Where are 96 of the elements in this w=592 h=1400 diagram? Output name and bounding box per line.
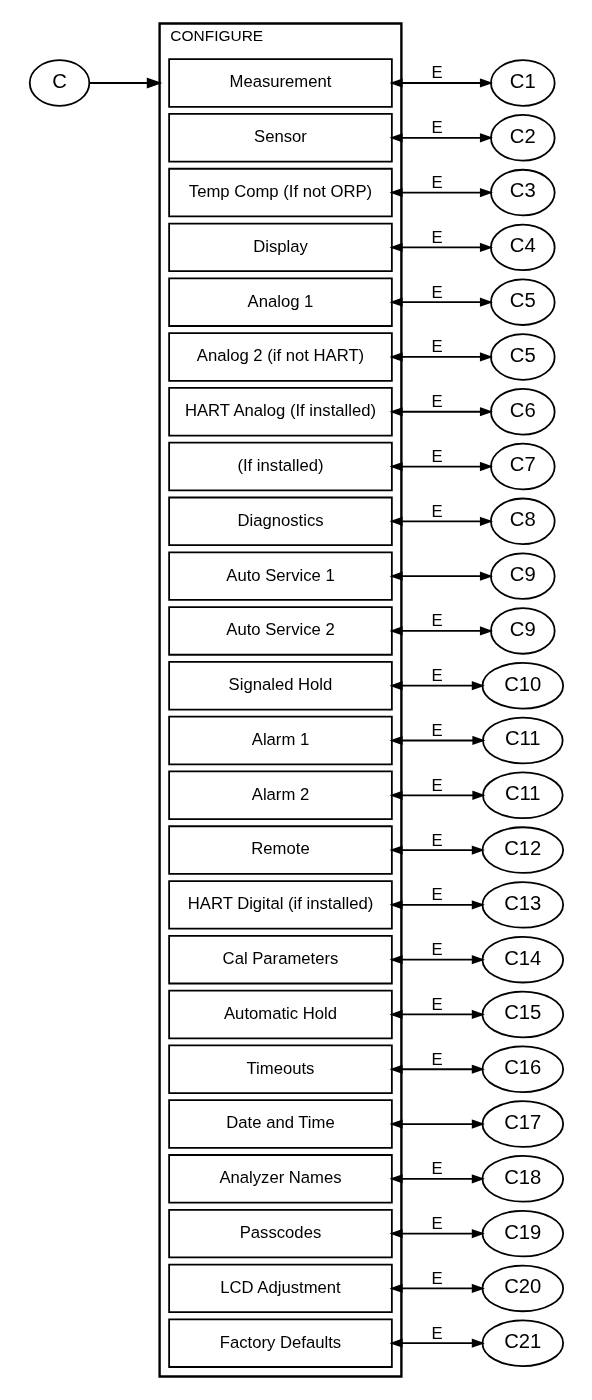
arrow: [388, 1119, 485, 1129]
arrow: [388, 407, 493, 417]
edge-label: E: [431, 830, 443, 850]
edge-label: E: [431, 1268, 443, 1288]
node-box: (If installed): [167, 441, 393, 492]
node-box: Measurement: [167, 58, 393, 108]
node-ellipse: C11: [481, 716, 564, 765]
arrow: [388, 900, 485, 910]
node-ellipse: C13: [481, 881, 564, 929]
arrow: [388, 955, 485, 965]
node-box: Auto Service 1: [167, 551, 393, 601]
node-box: Date and Time: [167, 1099, 393, 1149]
node-box: Timeouts: [167, 1044, 393, 1094]
node-box: Alarm 2: [167, 770, 393, 820]
edge-label: E: [431, 775, 443, 795]
node-ellipse: C3: [489, 168, 556, 217]
node-box: Sensor: [167, 113, 393, 163]
arrow: [388, 626, 493, 636]
arrow: [388, 845, 485, 855]
edge-label: E: [431, 447, 443, 467]
arrow: [388, 242, 493, 252]
edge-label: E: [431, 1214, 443, 1234]
node-box: Auto Service 2: [167, 606, 393, 656]
node-ellipse: C5: [489, 278, 556, 326]
arrow: [388, 78, 493, 88]
edge-label: E: [431, 227, 443, 247]
node-box: LCD Adjustment: [167, 1263, 393, 1314]
edge-label: E: [431, 1323, 443, 1343]
node-box: Remote: [167, 825, 393, 875]
arrow: [388, 1229, 485, 1239]
node-ellipse: C18: [481, 1155, 564, 1203]
node-ellipse: C11: [481, 771, 564, 820]
edge-label: E: [431, 720, 443, 740]
node-ellipse: C8: [489, 497, 556, 546]
node-box: Analog 2 (if not HART): [167, 332, 393, 382]
arrow: [388, 352, 493, 362]
node-ellipse: C10: [481, 661, 564, 710]
arrow: [388, 1009, 485, 1020]
node-ellipse: C: [28, 59, 90, 107]
node-box: HART Analog (If installed): [167, 387, 393, 437]
edge-label: E: [431, 1049, 443, 1069]
node-box: Analyzer Names: [167, 1154, 393, 1204]
edge-label: E: [431, 392, 443, 412]
node-ellipse: C7: [489, 442, 556, 491]
node-ellipse: C15: [481, 990, 564, 1039]
edge-label: E: [431, 337, 443, 357]
node-box: Analog 1: [167, 277, 393, 327]
edge-label: E: [431, 63, 443, 83]
node-box: Alarm 1: [167, 715, 393, 766]
arrow: [388, 516, 493, 526]
node-box: Display: [167, 222, 393, 273]
node-ellipse: C19: [481, 1209, 564, 1258]
edge-label: E: [431, 611, 443, 631]
arrow: [388, 571, 493, 581]
arrow: [388, 297, 493, 307]
node-ellipse: C12: [481, 826, 564, 874]
edge-label: E: [431, 282, 443, 302]
edge-label: E: [431, 118, 443, 138]
node-box: Factory Defaults: [167, 1318, 393, 1368]
edge-label: E: [431, 994, 443, 1014]
node-ellipse: C14: [481, 935, 564, 984]
edge-label: E: [431, 666, 443, 686]
edge-label: E: [431, 885, 443, 905]
node-ellipse: C20: [481, 1264, 564, 1313]
node-ellipse: C16: [481, 1045, 564, 1093]
arrow: [388, 461, 493, 472]
node-ellipse: C9: [489, 552, 556, 600]
arrow: [388, 1174, 485, 1184]
edge-label: E: [431, 501, 443, 521]
node-box: Cal Parameters: [167, 934, 393, 985]
arrow: [88, 77, 162, 89]
node-box: Temp Comp (If not ORP): [167, 167, 393, 218]
arrow: [388, 1283, 485, 1293]
node-ellipse: C1: [489, 59, 556, 107]
node-ellipse: C2: [489, 114, 556, 162]
node-box: Signaled Hold: [167, 661, 393, 711]
arrow: [388, 1338, 485, 1348]
node-box: Diagnostics: [167, 496, 393, 547]
arrow: [388, 790, 485, 800]
node-box: Passcodes: [167, 1208, 393, 1259]
node-ellipse: C4: [489, 223, 556, 272]
arrow: [388, 735, 485, 746]
arrow: [388, 133, 493, 143]
edge-label: E: [431, 1159, 443, 1179]
node-ellipse: C6: [489, 388, 556, 436]
node-ellipse: C5: [489, 333, 556, 381]
node-ellipse: C9: [489, 607, 556, 655]
arrow: [388, 1064, 485, 1074]
node-box: Automatic Hold: [167, 989, 393, 1040]
node-ellipse: C21: [481, 1319, 564, 1367]
edge-label: E: [431, 940, 443, 960]
node-box: HART Digital (if installed): [167, 880, 393, 930]
edge-label: E: [431, 173, 443, 193]
arrow: [388, 681, 485, 691]
node-ellipse: C17: [481, 1100, 564, 1148]
arrow: [388, 188, 493, 198]
